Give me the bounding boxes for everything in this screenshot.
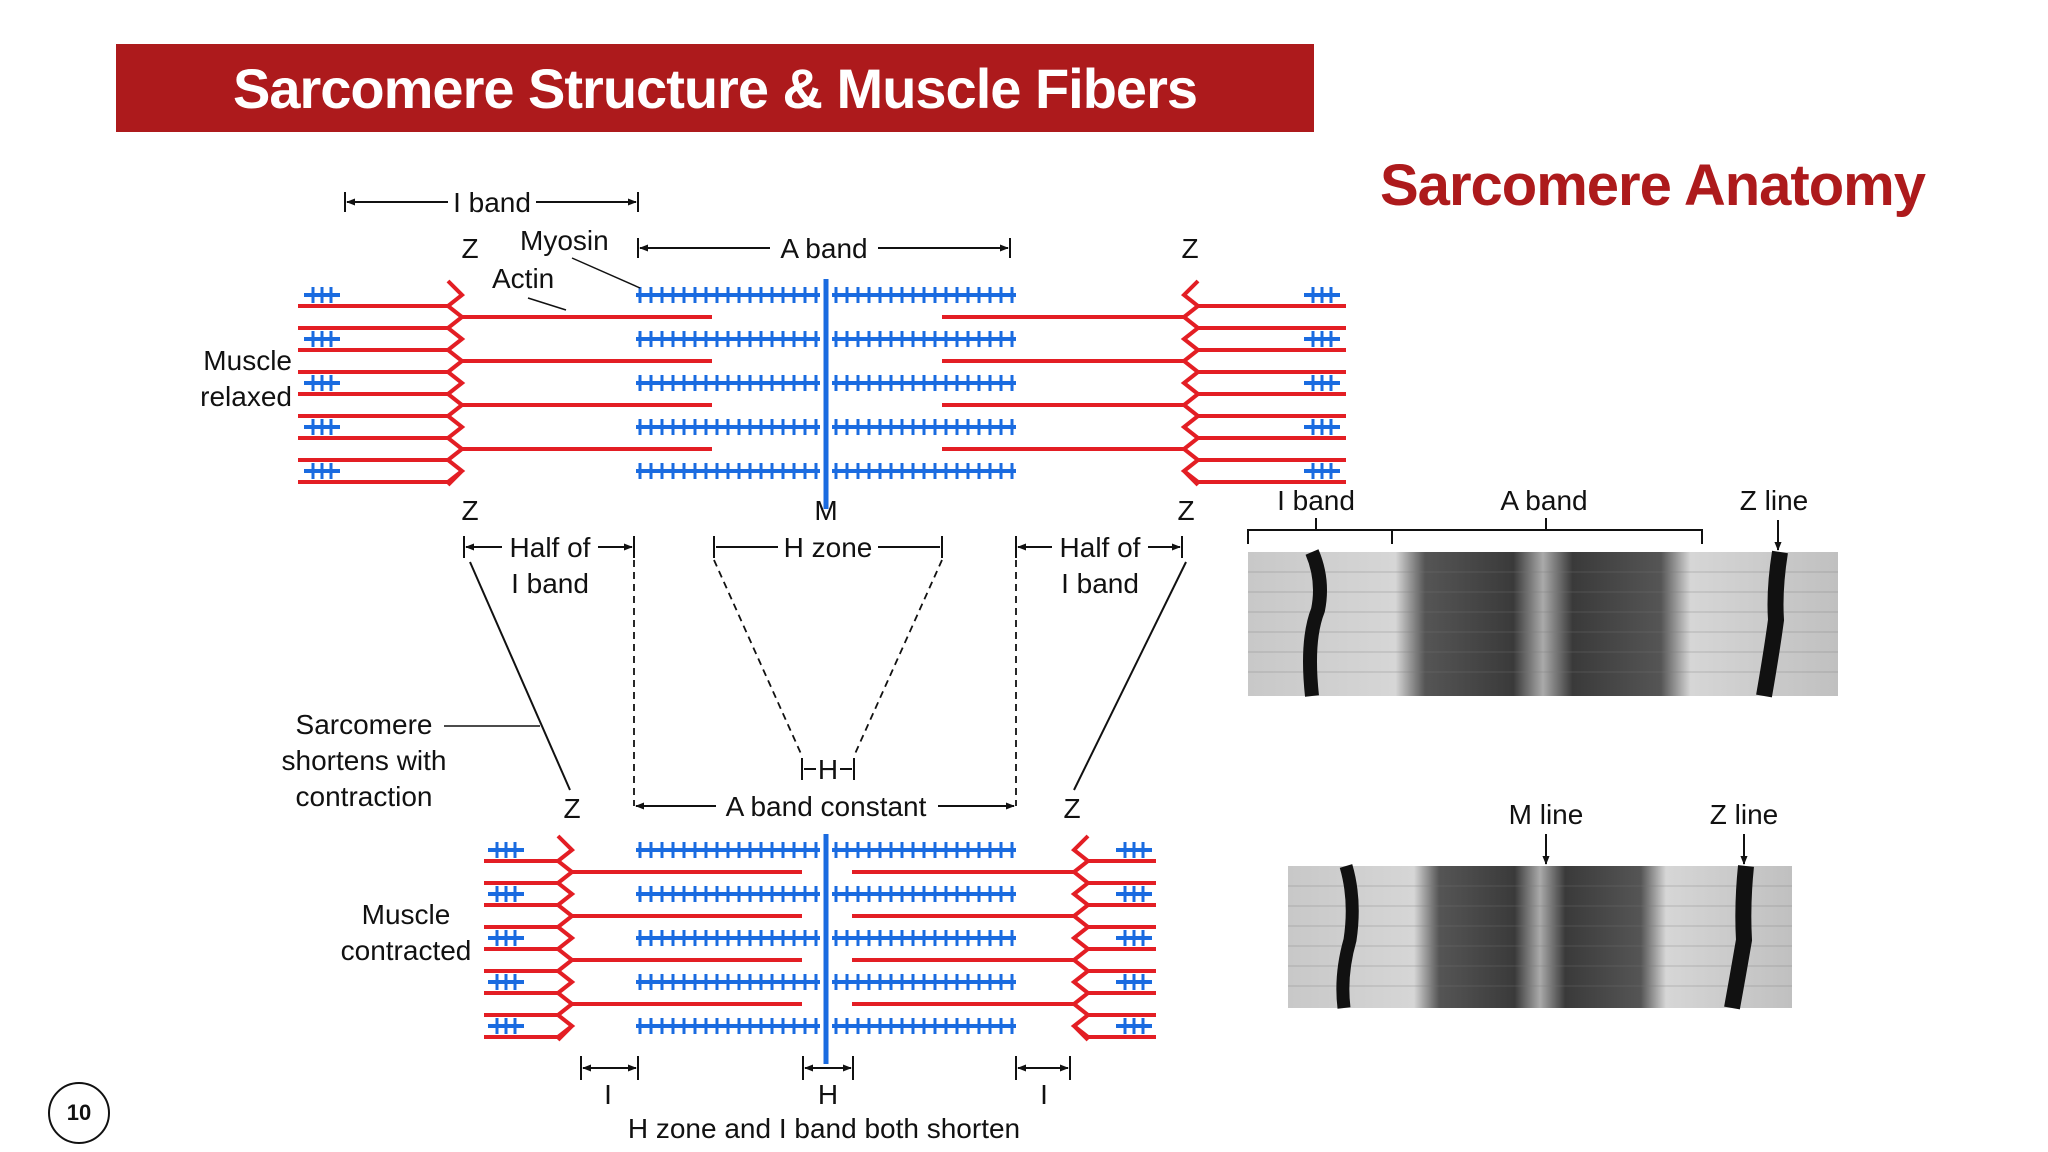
z-label-bottom-right: Z xyxy=(1177,495,1194,526)
half-i-band-right-2: I band xyxy=(1061,568,1139,599)
sarcomere-shortens-3: contraction xyxy=(296,781,433,812)
micro-z-line-label: Z line xyxy=(1740,485,1808,516)
a-band-constant-label: A band constant xyxy=(726,791,927,822)
z-disc xyxy=(1070,834,1092,1042)
micro-a-band-label: A band xyxy=(1500,485,1587,516)
z-label-bottom-left: Z xyxy=(461,495,478,526)
muscle-contracted-label-1: Muscle xyxy=(362,899,451,930)
micrograph-bottom: M line Z line xyxy=(1288,799,1792,1010)
shorten-caption: H zone and I band both shorten xyxy=(628,1113,1020,1144)
section-subtitle: Sarcomere Anatomy xyxy=(1380,153,1926,218)
micrograph-top: I band A band Z line xyxy=(1247,485,1838,698)
z-label-top-right: Z xyxy=(1181,233,1198,264)
h-small-label: H xyxy=(818,754,838,785)
myosin-label: Myosin xyxy=(520,225,609,256)
h-label-bottom: H xyxy=(818,1079,838,1110)
i-label-right: I xyxy=(1040,1079,1048,1110)
page-number: 10 xyxy=(48,1082,110,1144)
sarcomere-shortens-1: Sarcomere xyxy=(296,709,433,740)
slide-title: Sarcomere Structure & Muscle Fibers xyxy=(232,56,1198,120)
relaxed-sarcomere xyxy=(298,279,1346,509)
title-bar: Sarcomere Structure & Muscle Fibers xyxy=(116,44,1314,132)
relaxed-a-band-label: A band xyxy=(780,233,867,264)
i-label-left: I xyxy=(604,1079,612,1110)
relaxed-annotations: I band A band Myosin Actin Z Z Z Z M Mus… xyxy=(200,187,1198,599)
z-label-contracted-right: Z xyxy=(1063,793,1080,824)
connector-lines xyxy=(469,559,1187,806)
h-zone-label: H zone xyxy=(784,532,873,563)
z-label-contracted-left: Z xyxy=(563,793,580,824)
muscle-relaxed-label-1: Muscle xyxy=(203,345,292,376)
half-i-band-left-1: Half of xyxy=(510,532,591,563)
half-i-band-right-1: Half of xyxy=(1060,532,1141,563)
z-disc xyxy=(444,279,466,487)
half-i-band-left-2: I band xyxy=(511,568,589,599)
muscle-relaxed-label-2: relaxed xyxy=(200,381,292,412)
contracted-annotations: Sarcomere shortens with contraction H Z … xyxy=(282,709,1081,1144)
m-label: M xyxy=(814,495,837,526)
z-disc xyxy=(1180,279,1202,487)
micro-z-line-label-2: Z line xyxy=(1710,799,1778,830)
micrograph-image-bottom xyxy=(1288,866,1792,1008)
actin-label: Actin xyxy=(492,263,554,294)
z-label-top-left: Z xyxy=(461,233,478,264)
z-disc xyxy=(554,834,576,1042)
relaxed-i-band-label: I band xyxy=(453,187,531,218)
muscle-contracted-label-2: contracted xyxy=(341,935,472,966)
sarcomere-shortens-2: shortens with xyxy=(282,745,447,776)
micrograph-image-top xyxy=(1248,552,1838,696)
micro-i-band-label: I band xyxy=(1277,485,1355,516)
contracted-sarcomere xyxy=(484,834,1156,1064)
micro-m-line-label: M line xyxy=(1509,799,1584,830)
